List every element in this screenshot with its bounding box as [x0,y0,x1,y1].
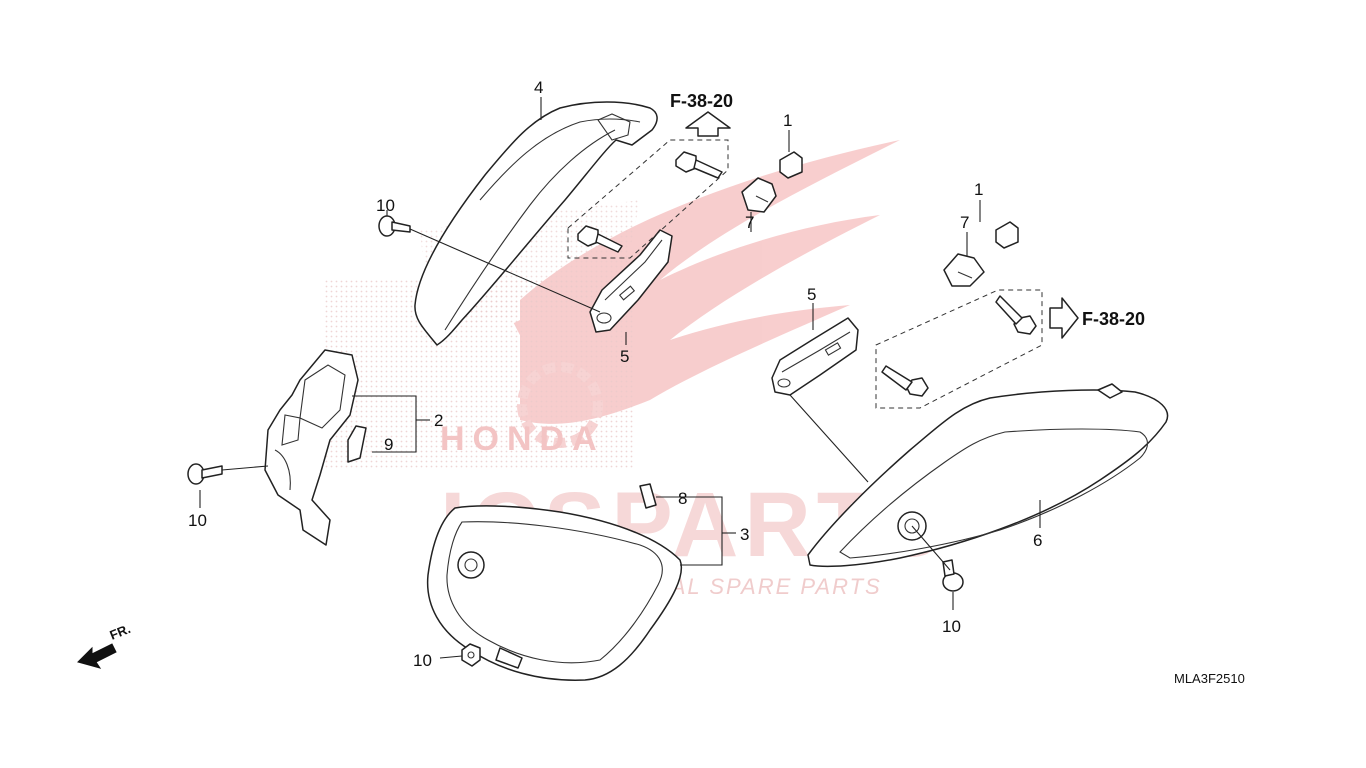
part-5-bracket-right[interactable] [771,317,859,396]
bolt-upper-1[interactable] [675,151,723,179]
callout-5-right: 5 [807,285,816,304]
part-4-upper-cover[interactable] [414,101,658,346]
clip-7-right[interactable] [943,253,985,287]
callout-10-left: 10 [188,511,207,530]
callout-7-left: 7 [745,213,754,232]
callout-9: 9 [384,435,393,454]
callout-10-bottom: 10 [413,651,432,670]
callout-6: 6 [1033,531,1042,550]
callout-10-right: 10 [942,617,961,636]
clip-7-left[interactable] [741,177,777,213]
callout-1-right: 1 [974,180,983,199]
ref-arrow-right [1049,297,1079,339]
honda-logo-text: HONDA [440,420,605,458]
bolt-right-1[interactable] [995,295,1037,335]
dashed-box-right [875,289,1043,409]
reference-right[interactable]: F-38-20 [1082,309,1145,329]
callout-3: 3 [740,525,749,544]
part-3-side-cover[interactable] [426,505,683,681]
front-direction-arrow-icon [77,643,117,669]
bolt-10-right[interactable] [942,559,964,592]
part-9-pad[interactable] [347,425,367,463]
callout-4: 4 [534,78,543,97]
bolt-upper-2[interactable] [577,225,623,253]
front-direction-label: FR. [108,621,133,643]
bolt-right-2[interactable] [881,365,929,397]
callout-1-left: 1 [783,111,792,130]
rubber-1-right[interactable] [995,221,1019,249]
bolt-10-left[interactable] [187,463,223,485]
leader-lines [199,97,1041,659]
part-8-insert[interactable] [639,483,657,509]
diagram-code: MLA3F2510 [1174,671,1245,686]
callout-8: 8 [678,489,687,508]
part-2-small-cover[interactable] [264,349,359,546]
callout-5-left: 5 [620,347,629,366]
rubber-1-left[interactable] [779,151,803,179]
part-5-bracket-left[interactable] [589,229,673,333]
callout-2: 2 [434,411,443,430]
part-6-side-cover[interactable] [807,383,1169,568]
bolt-10-bottom[interactable] [461,643,481,667]
bolt-10-top-left[interactable] [378,215,411,237]
reference-top[interactable]: F-38-20 [670,91,733,111]
callout-10-top-left: 10 [376,196,395,215]
dashed-box-upper [567,139,729,259]
callout-7-right: 7 [960,213,969,232]
ref-arrow-up [685,111,731,137]
